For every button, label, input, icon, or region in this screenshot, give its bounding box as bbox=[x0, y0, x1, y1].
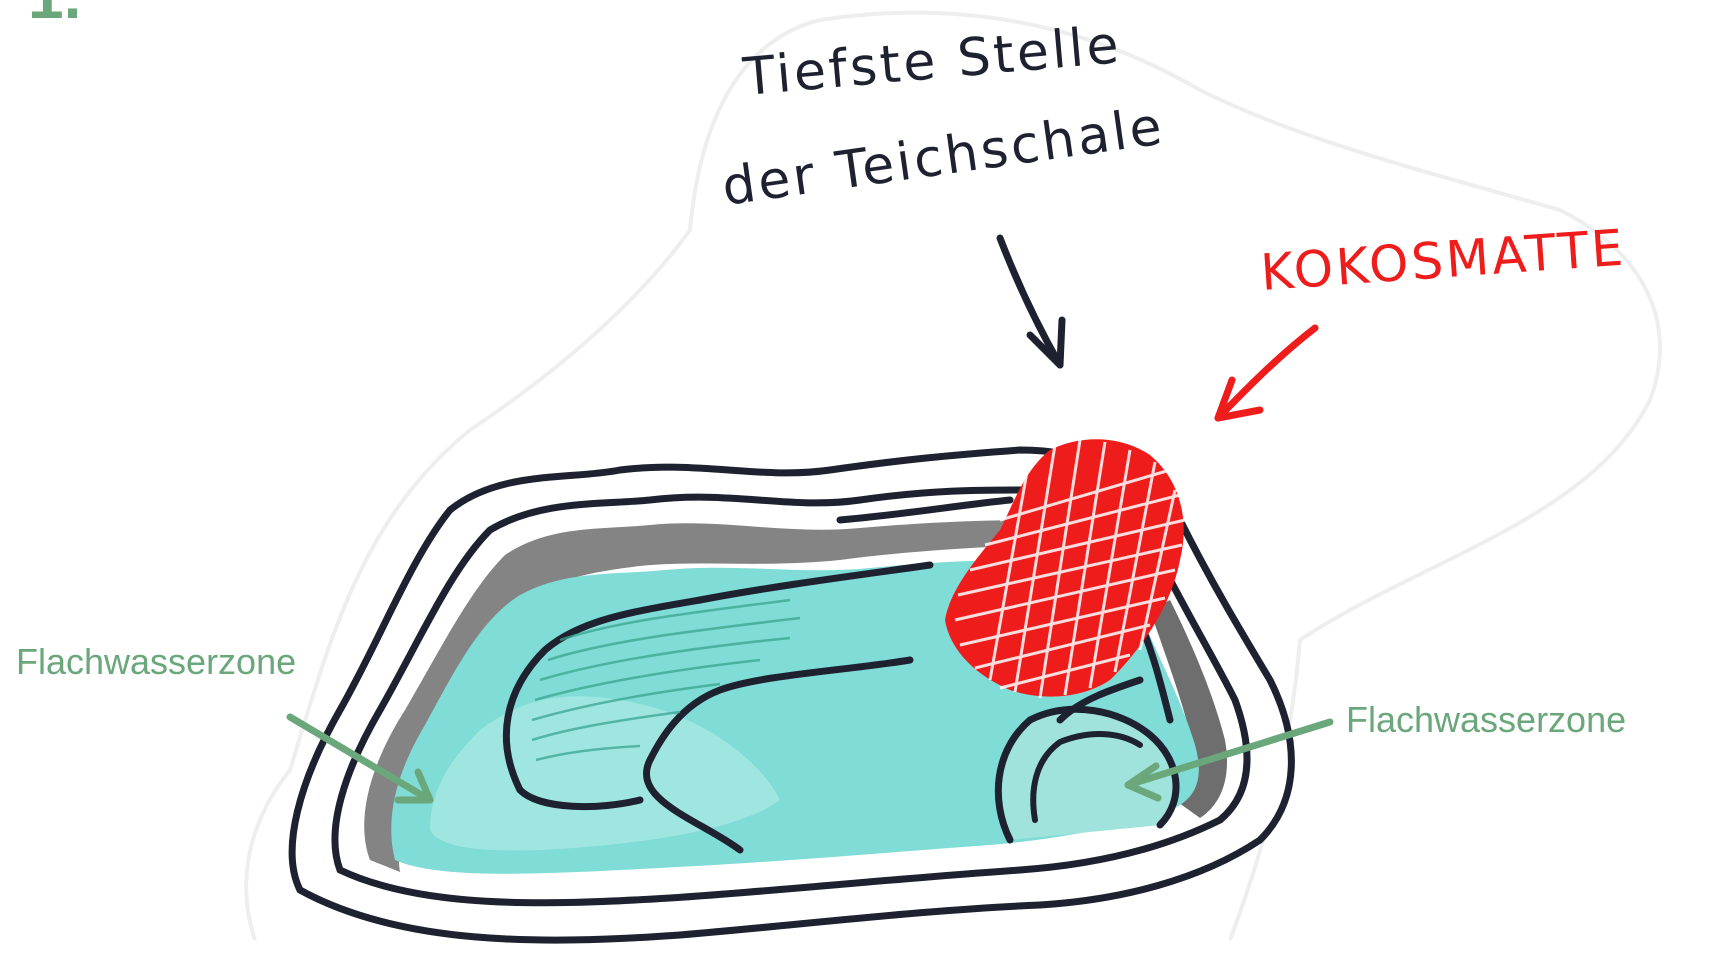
deepest-point-label-line2: der Teichschale bbox=[718, 96, 1168, 217]
step-marker: 1. bbox=[28, 0, 81, 32]
shallow-zone-label-right: Flachwasserzone bbox=[1346, 699, 1626, 740]
deepest-point-arrow bbox=[1000, 238, 1062, 365]
coconut-mat-label: KOKOSMATTE bbox=[1259, 219, 1628, 302]
coconut-mat-arrow bbox=[1218, 328, 1315, 418]
shallow-zone-label-left: Flachwasserzone bbox=[16, 641, 296, 682]
